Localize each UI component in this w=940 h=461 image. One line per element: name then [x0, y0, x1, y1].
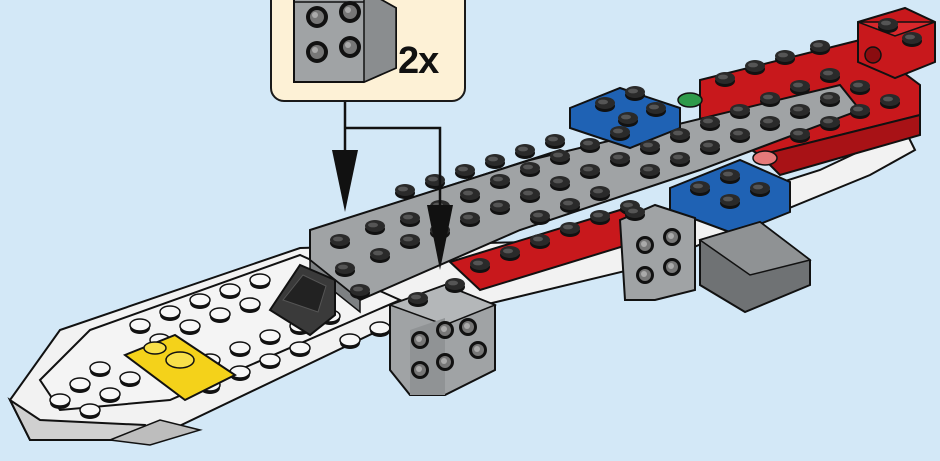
placement-arrow-left: [332, 100, 358, 212]
green-light: [677, 92, 778, 166]
yellow-plate: [122, 333, 237, 402]
side-stud-brick-rear: [618, 203, 696, 301]
canopy: [268, 263, 336, 337]
brick-1x2-with-studs-on-side-icon: [293, 0, 397, 84]
side-stud-brick-front: [387, 278, 498, 396]
quantity-label: 2x: [398, 40, 439, 82]
wing-slope: [698, 220, 812, 314]
placement-arrow-right: [345, 126, 453, 270]
tail-brick: [857, 6, 936, 80]
parts-callout: 2x: [270, 0, 466, 102]
